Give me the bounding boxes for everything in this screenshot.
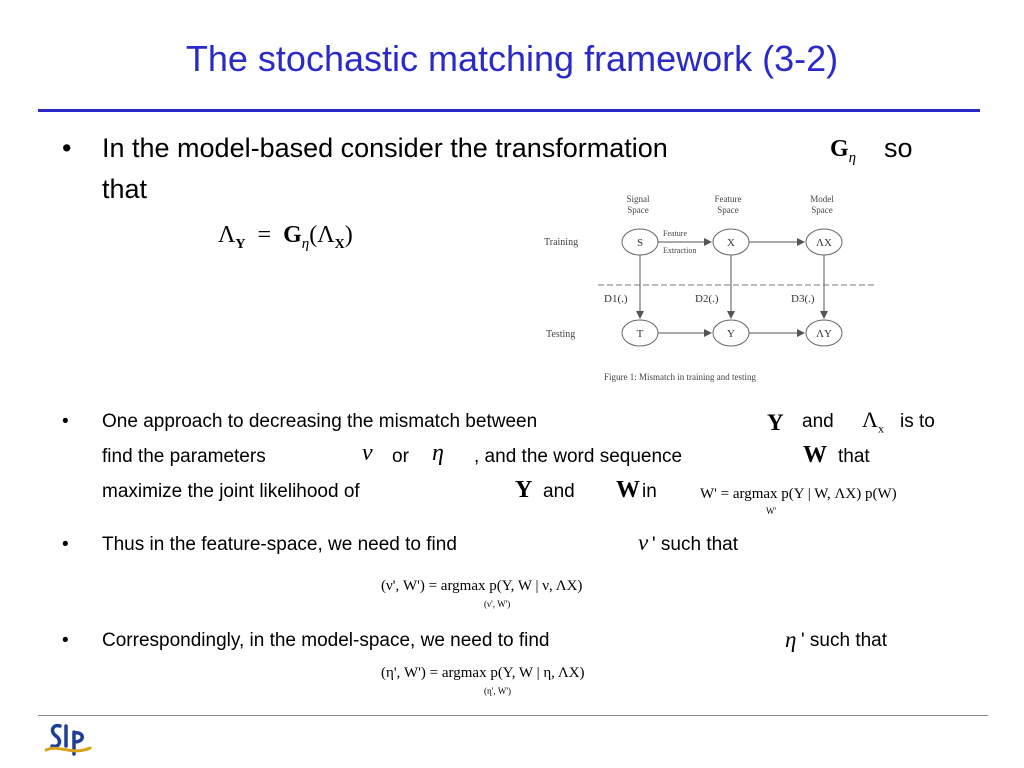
equation-feature-space: (ν', W') = argmax p(Y, W | ν, ΛX) [381,578,583,594]
node-X-label: X [727,237,735,249]
equation-feature-space-sub: (ν', W') [484,599,511,609]
bullet2-symbol-nu: ν [362,440,373,466]
row-label-training: Training [544,237,578,248]
bullet-marker-2: • [62,411,69,432]
bullet3-text-a: Thus in the feature-space, we need to fi… [102,534,457,555]
header-signal-2: Space [627,205,649,215]
bullet1-text-a: In the model-based consider the transfor… [102,133,668,163]
bullet2-line2-a: find the parameters [102,446,266,467]
equation-model-space-sub: (η', W') [484,686,511,696]
node-Y-label: Y [727,328,735,340]
distortion-D2: D2(.) [695,293,719,305]
node-LX-label: ΛX [816,237,832,249]
row-label-testing: Testing [546,329,575,340]
bullet-marker-1: • [62,133,72,163]
slide-title: The stochastic matching framework (3-2) [185,38,839,79]
bullet2-line3-c: in [642,481,657,502]
bullet1-symbol-G-eta: Gη [830,136,857,166]
bullet4-text-b: ' such that [801,630,888,651]
bullet2-line3-a: maximize the joint likelihood of [102,481,360,502]
equation-transformation: ΛY = Gη(ΛX) [218,222,353,252]
title-divider [38,109,980,112]
node-LY-label: ΛY [816,328,832,340]
header-model-1: Model [810,194,834,204]
node-S-label: S [637,237,643,249]
distortion-D1: D1(.) [604,293,628,305]
footer-divider [38,715,988,716]
header-signal-1: Signal [626,194,650,204]
bullet2-symbol-W2: W [616,477,640,503]
feature-extraction-2: Extraction [663,246,696,255]
bullet2-symbol-W: W [803,442,827,468]
header-feature-2: Space [717,205,739,215]
bullet2-symbol-Y: Y [767,410,784,435]
node-T-label: T [637,328,644,340]
bullet3-text-b: ' such that [652,534,739,555]
slp-logo [44,723,92,756]
equation-word-sequence: W' = argmax p(Y | W, ΛX) p(W) [700,486,897,502]
bullet2-line2-b: or [392,446,409,467]
node-LY [805,319,843,347]
bullet2-line1-a: One approach to decreasing the mismatch … [102,411,538,432]
equation-model-space: (η', W') = argmax p(Y, W | η, ΛX) [381,665,585,681]
feature-extraction-1: Feature [663,229,687,238]
bullet-marker-3: • [62,534,69,555]
bullet2-line3-b: and [543,481,575,502]
bullet2-line1-c: is to [900,411,935,432]
header-feature-1: Feature [715,194,742,204]
figure-caption: Figure 1: Mismatch in training and testi… [604,372,756,382]
bullet2-line1-b: and [802,411,834,432]
bullet1-text-b: so [884,133,913,163]
bullet-marker-4: • [62,630,69,651]
equation-word-sequence-sub: W' [766,506,777,516]
bullet2-line2-d: that [838,446,870,467]
bullet3-symbol-nu: ν [638,530,649,555]
mismatch-figure: Signal Space Feature Space Model Space T… [544,194,874,382]
bullet1-text: In the model-based consider the transfor… [102,133,668,164]
bullet2-symbol-eta: η [432,440,444,466]
bullet2-symbol-Y2: Y [515,477,533,503]
header-model-2: Space [811,205,833,215]
bullet2-symbol-lambda-x: Λx [862,407,884,436]
bullet1-text-c: that [102,174,148,204]
bullet2-line2-c: , and the word sequence [474,446,683,467]
bullet4-text-a: Correspondingly, in the model-space, we … [102,630,550,651]
bullet4-symbol-eta: η [785,627,797,652]
distortion-D3: D3(.) [791,293,815,305]
